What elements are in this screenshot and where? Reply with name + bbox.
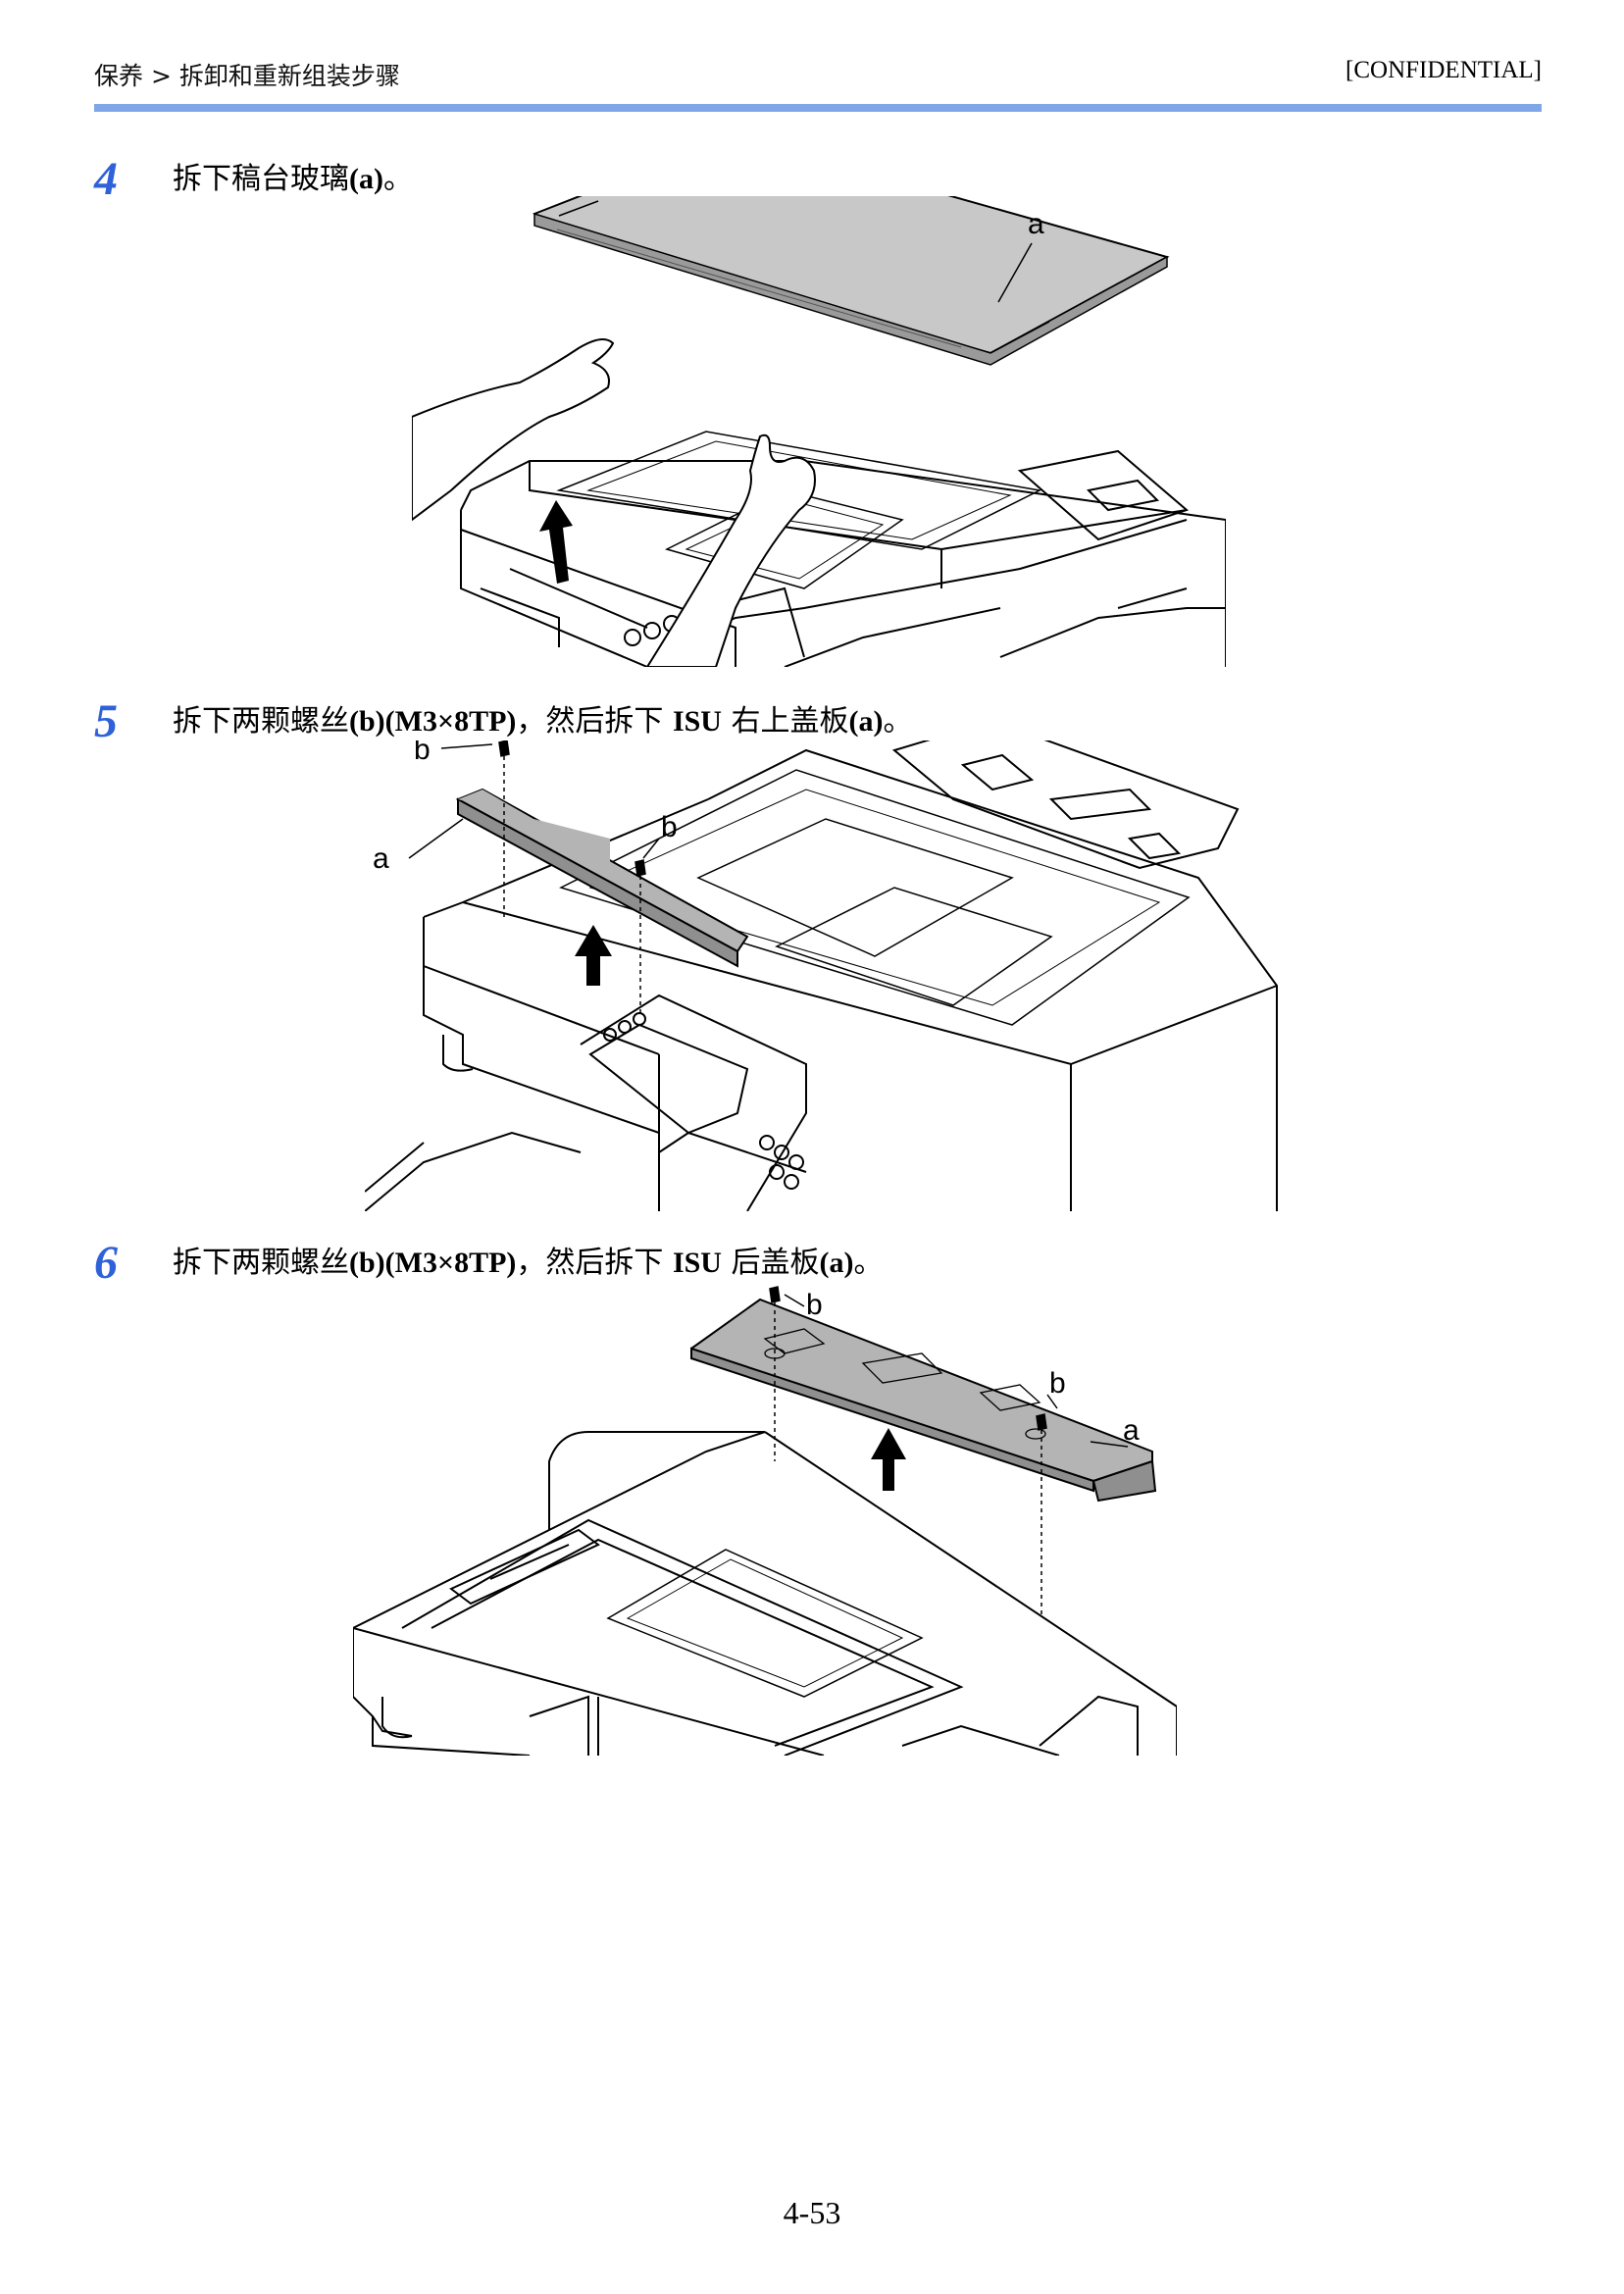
page-number: 4-53	[783, 2195, 841, 2230]
label-a-leader	[997, 242, 1033, 303]
figure-remove-isu-right-upper-cover: b a b	[365, 740, 1296, 1211]
label-b-right: b	[661, 811, 678, 843]
figure-remove-isu-rear-cover: b b a	[353, 1285, 1177, 1756]
step-5: 5 拆下两颗螺丝(b)(M3×8TP)，然后拆下 ISU 右上盖板(a)。	[94, 694, 1467, 749]
breadcrumb: 保养 > 拆卸和重新组装步骤	[94, 62, 400, 90]
label-a: a	[1123, 1414, 1140, 1447]
label-b-top: b	[806, 1289, 823, 1321]
step-instruction: 拆下两颗螺丝(b)(M3×8TP)，然后拆下 ISU 右上盖板(a)。	[173, 704, 913, 739]
step-instruction: 拆下稿台玻璃(a)。	[173, 162, 413, 196]
step-6: 6 拆下两颗螺丝(b)(M3×8TP)，然后拆下 ISU 后盖板(a)。	[94, 1236, 1467, 1291]
confidential-mark: [CONFIDENTIAL]	[1345, 57, 1542, 83]
label-a: a	[1028, 208, 1044, 240]
figure-remove-contact-glass: a	[412, 196, 1226, 667]
step-number: 4	[94, 153, 118, 205]
step-4: 4 拆下稿台玻璃(a)。	[94, 152, 1467, 207]
label-b-left: b	[414, 740, 431, 766]
label-b-right: b	[1049, 1367, 1066, 1400]
header-rule	[94, 104, 1542, 112]
step-number: 5	[94, 695, 118, 747]
contact-glass-shape	[533, 196, 1170, 355]
page-header: 保养 > 拆卸和重新组装步骤 [CONFIDENTIAL]	[94, 57, 1542, 96]
label-a: a	[373, 842, 389, 875]
step-number: 6	[94, 1237, 118, 1289]
step-instruction: 拆下两颗螺丝(b)(M3×8TP)，然后拆下 ISU 后盖板(a)。	[173, 1246, 884, 1280]
